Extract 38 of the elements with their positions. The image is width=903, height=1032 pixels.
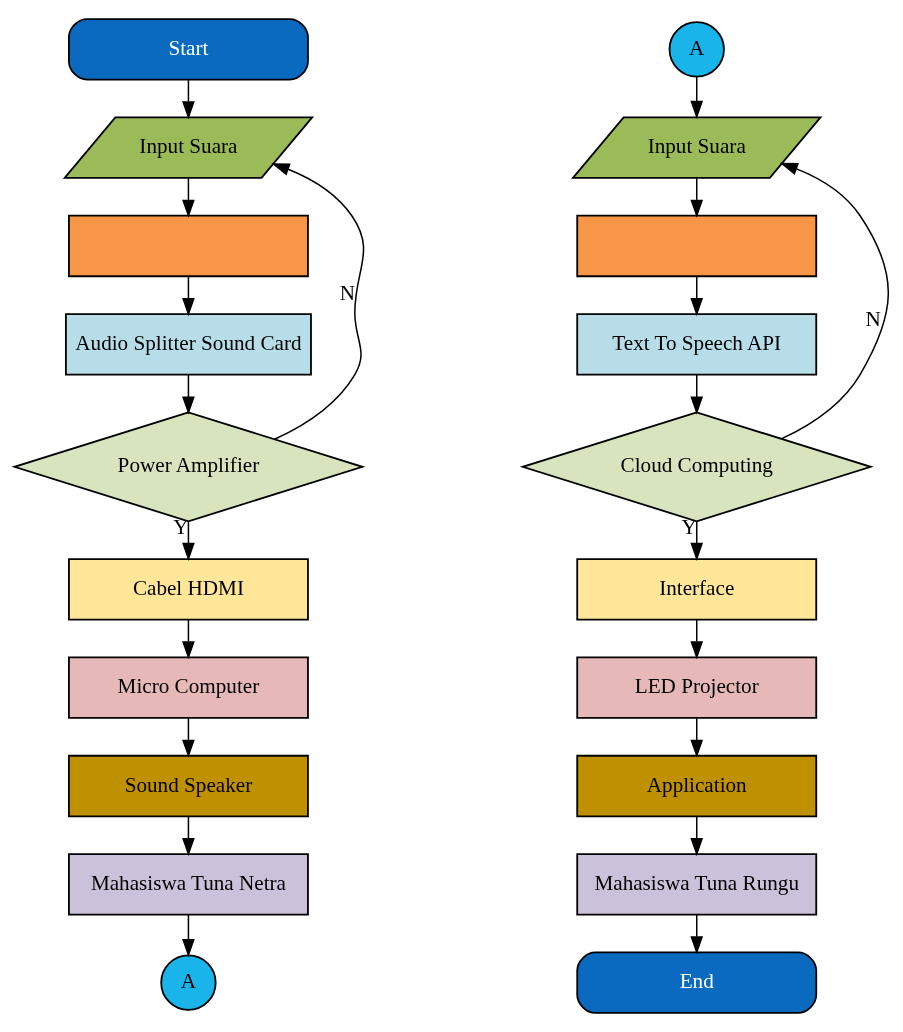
- arrow: [690, 815, 704, 857]
- node-box: Micro Computer: [68, 656, 309, 719]
- arrow: [182, 79, 195, 120]
- arrow: [690, 717, 704, 758]
- arrow: [690, 275, 704, 317]
- arrow: [182, 619, 195, 660]
- node-box: [576, 214, 818, 278]
- arrow: [182, 521, 195, 561]
- node-box: Mahasiswa Tuna Rungu: [576, 853, 818, 916]
- arrow: [779, 162, 890, 440]
- node-box: Audio Splitter Sound Card: [65, 313, 312, 376]
- node-box: Start: [68, 18, 309, 81]
- node-circle: A: [160, 954, 217, 1011]
- edge-label: N: [339, 280, 356, 305]
- arrow: [182, 914, 195, 958]
- edge-label: N: [865, 307, 881, 332]
- node-box: Application: [576, 754, 818, 818]
- arrow: [690, 521, 704, 561]
- arrow: [182, 275, 195, 317]
- arrow: [271, 163, 365, 440]
- arrow: [182, 374, 195, 415]
- node-box: Interface: [576, 558, 818, 621]
- node-box: End: [576, 951, 818, 1014]
- node-circle: A: [668, 21, 725, 78]
- node-box: Sound Speaker: [68, 754, 309, 818]
- arrow: [182, 815, 195, 857]
- arrow: [182, 177, 195, 218]
- arrow: [690, 177, 704, 218]
- node-box: LED Projector: [576, 656, 818, 719]
- arrow: [690, 374, 704, 415]
- arrow: [690, 619, 704, 660]
- arrow: [182, 717, 195, 758]
- node-box: Cabel HDMI: [68, 558, 309, 621]
- node-box: [68, 214, 309, 278]
- arrow: [690, 76, 704, 120]
- node-box: Mahasiswa Tuna Netra: [68, 853, 309, 916]
- arrow: [690, 914, 704, 955]
- node-box: Text To Speech API: [576, 313, 818, 376]
